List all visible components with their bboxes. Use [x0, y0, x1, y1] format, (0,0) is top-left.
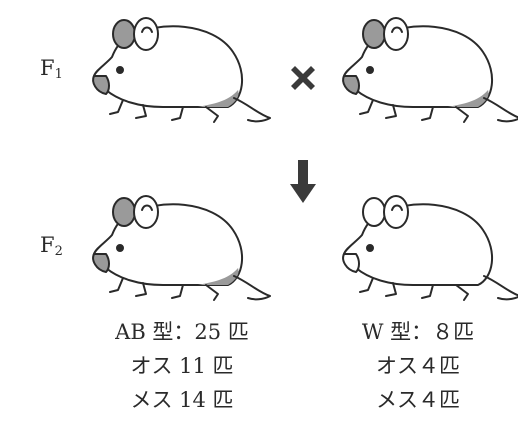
f2-left-mouse-ab: [88, 190, 271, 310]
mouse-ab-icon: [92, 195, 271, 301]
w-total-count: W 型：８匹: [361, 320, 475, 344]
ab-male-count: オス 11 匹: [130, 354, 234, 378]
w-female-count: メス４匹: [376, 388, 460, 412]
generation-label-f1: F1: [40, 56, 63, 82]
f1-right-mouse-ab: [338, 12, 518, 132]
mouse-ab-icon: [92, 17, 271, 123]
generation-f1-subscript: 1: [54, 67, 63, 82]
ab-female-count: メス 14 匹: [130, 388, 234, 412]
w-male-count: オス４匹: [376, 354, 460, 378]
generation-label-f2: F2: [40, 233, 63, 259]
generation-f2-subscript: 2: [54, 244, 63, 259]
cross-mark-icon: [283, 58, 323, 98]
generation-f1-base: F: [40, 56, 55, 80]
f2-right-mouse-w: [338, 190, 518, 310]
generation-f2-base: F: [40, 233, 55, 257]
mouse-w-icon: [342, 195, 518, 301]
f1-left-mouse-ab: [88, 12, 271, 132]
down-arrow-icon: [289, 160, 317, 204]
mouse-ab-icon: [342, 17, 518, 123]
ab-total-count: AB 型：25 匹: [115, 320, 249, 344]
